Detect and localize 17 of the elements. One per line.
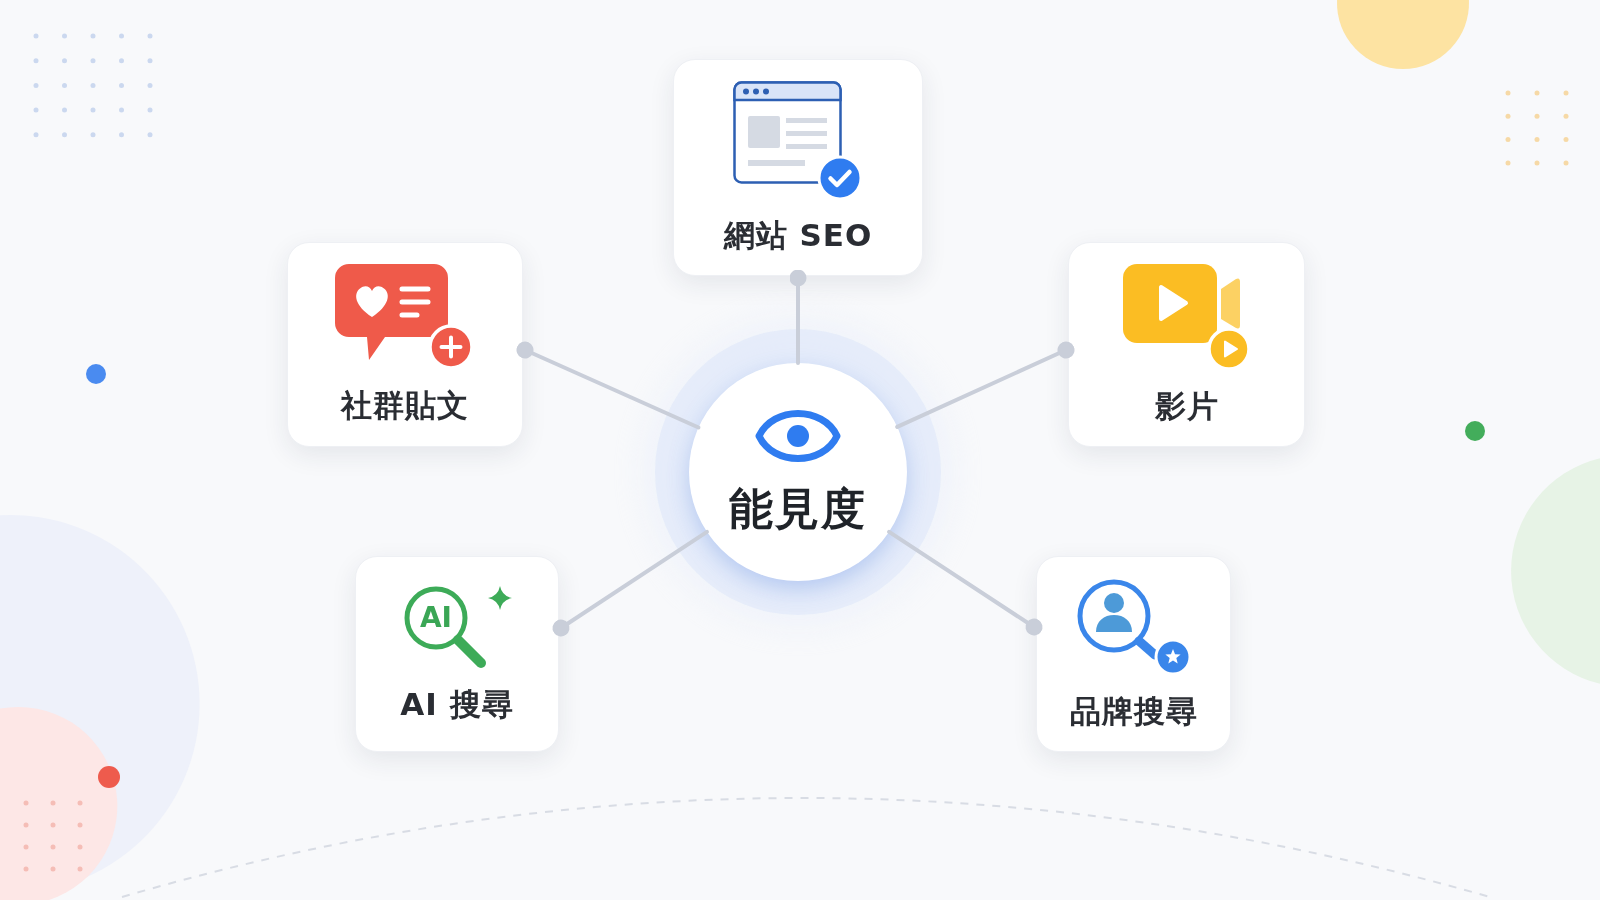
connector-line	[887, 529, 1043, 636]
connector-line	[516, 341, 701, 430]
category-card	[673, 59, 923, 276]
category-card	[1036, 556, 1231, 752]
category-card	[355, 556, 559, 752]
card-label: 品牌搜尋	[1069, 693, 1198, 731]
connector-line	[552, 529, 709, 637]
category-card	[1068, 242, 1305, 447]
connector-line	[895, 341, 1075, 429]
card-label: AI 搜尋	[400, 686, 514, 724]
lens-text: AI	[419, 604, 453, 633]
card-label: 網站 SEO	[723, 216, 873, 255]
card-label: 社群貼文	[341, 387, 469, 425]
card-label: 影片	[1154, 387, 1219, 426]
connector-line	[789, 269, 807, 365]
hub-label: 能見度	[729, 482, 867, 536]
category-card	[287, 242, 523, 447]
